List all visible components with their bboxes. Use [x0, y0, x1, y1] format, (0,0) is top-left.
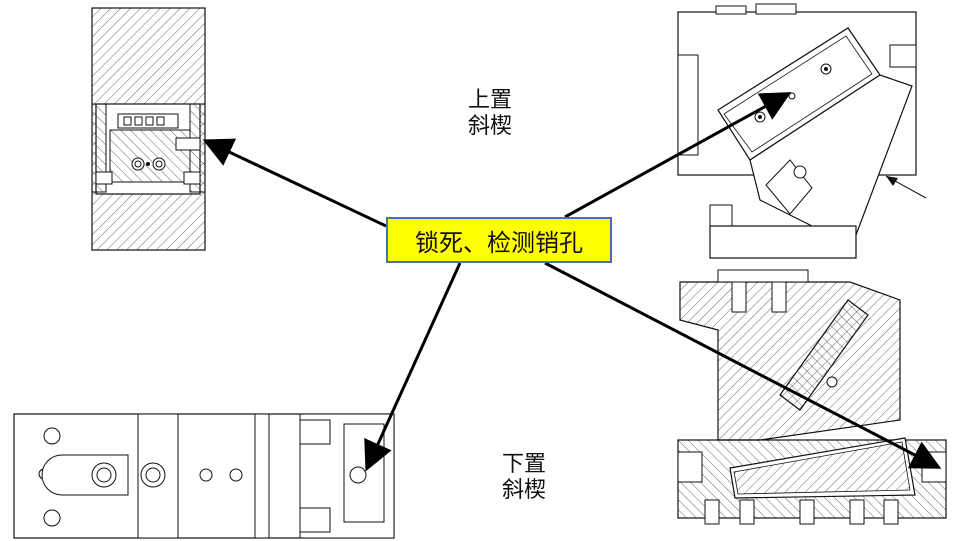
arrow-to-plan-view	[364, 262, 462, 472]
lower-wedge-label: 下置 斜楔	[492, 452, 556, 504]
upper-wedge-label-line1: 上置	[467, 88, 512, 113]
arrow-to-lower-wedge	[544, 261, 942, 469]
section-drawing-top-left	[91, 7, 206, 251]
lower-wedge-label-line2: 斜楔	[501, 478, 546, 503]
callout-box: 锁死、检测销孔	[386, 217, 612, 263]
arrow-to-top-left	[202, 138, 387, 228]
upper-wedge-label-line2: 斜楔	[467, 114, 512, 139]
arrow-to-upper-wedge	[564, 92, 792, 219]
plan-view-drawing	[13, 413, 395, 539]
callout-text: 锁死、检测销孔	[415, 228, 583, 257]
upper-wedge-drawing	[677, 3, 927, 259]
lower-wedge-label-line1: 下置	[501, 452, 546, 477]
upper-wedge-label: 上置 斜楔	[458, 88, 522, 140]
pointer-arrows	[202, 92, 942, 472]
lower-wedge-drawing	[677, 269, 947, 525]
